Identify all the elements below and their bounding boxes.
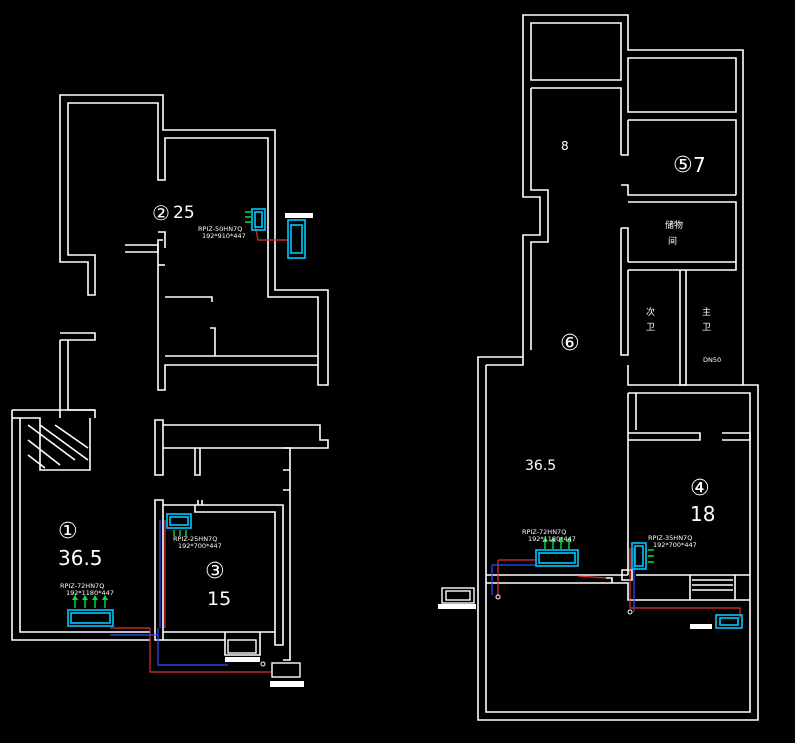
unit-b-dims: 192*910*447: [202, 232, 246, 240]
unit-e-model: RPIZ-35HN7Q: [648, 534, 692, 542]
storage-label-1: 储物: [665, 219, 683, 231]
unit-a-model: RPIZ-72HN7Q: [60, 582, 104, 590]
unit-d-model: RPIZ-72HN7Q: [522, 528, 566, 536]
bath-1-label-2: 卫: [702, 323, 711, 333]
room-3-marker: ③: [205, 559, 225, 584]
room-1-area: 36.5: [58, 546, 103, 570]
ac-outdoor-unit-b: [287, 219, 306, 259]
ac-outdoor-unit-a: [271, 662, 301, 678]
airflow-arrows: [72, 211, 654, 608]
unit-b-model: RPIZ-50HN7Q: [198, 225, 242, 233]
bath-1-label-1: 主: [702, 306, 711, 318]
unit-c-model: RPIZ-25HN7Q: [173, 535, 217, 543]
ac-outdoor-unit-d: [441, 587, 475, 604]
ac-indoor-unit-e: [631, 542, 647, 570]
room-6-marker: ⑥: [560, 331, 580, 356]
room-6-area: 36.5: [525, 458, 556, 474]
right-plan-walls: [477, 14, 759, 721]
ac-outdoor-unit-c: [227, 639, 257, 654]
ac-indoor-unit-c: [166, 513, 192, 529]
room-5-marker: ⑤: [673, 153, 693, 178]
unit-e-dims: 192*700*447: [653, 541, 697, 549]
unit-d-dims: 192*1180*447: [528, 535, 576, 543]
ac-indoor-unit-a: [67, 609, 114, 627]
room-4-area: 18: [690, 502, 715, 526]
left-plan-walls: [11, 94, 329, 661]
unit-c-dims: 192*700*447: [178, 542, 222, 550]
room-2-marker: ②: [152, 201, 170, 225]
room-4-marker: ④: [690, 476, 710, 501]
room-8-area: 8: [561, 139, 569, 153]
bath-2-label-1: 次: [646, 306, 655, 318]
ac-indoor-unit-d: [535, 549, 579, 567]
room-5-area: 7: [693, 153, 706, 177]
bath-2-label-2: 卫: [646, 323, 655, 333]
unit-a-dims: 192*1180*447: [66, 589, 114, 597]
ac-indoor-unit-b: [251, 208, 266, 231]
room-2-area: 25: [173, 203, 195, 223]
room-1-marker: ①: [58, 519, 78, 544]
storage-label-2: 间: [668, 235, 677, 247]
pipe-tag: DN50: [703, 356, 721, 364]
ac-outdoor-unit-e: [715, 614, 743, 629]
room-3-area: 15: [207, 588, 231, 610]
